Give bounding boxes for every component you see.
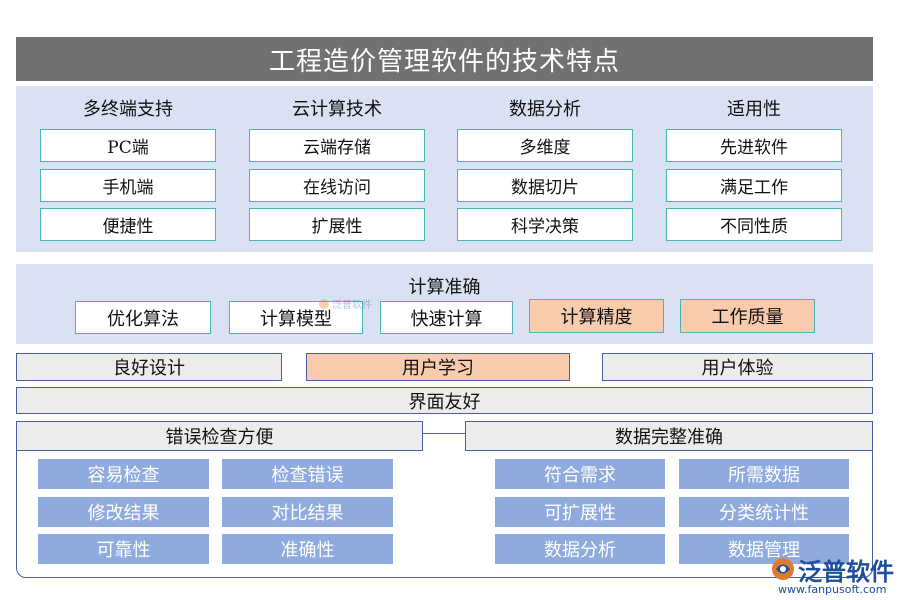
data-integrity-heading: 数据完整准确 <box>465 421 873 451</box>
user-learning-bar: 用户学习 <box>306 353 570 381</box>
error-check-item: 对比结果 <box>222 497 393 527</box>
data-integrity-item: 可扩展性 <box>495 497 665 527</box>
error-check-item: 准确性 <box>222 534 393 564</box>
feature-box: 便捷性 <box>40 208 216 241</box>
error-check-item: 可靠性 <box>38 534 209 564</box>
watermark-url: www.fanpusoft.com <box>778 583 887 596</box>
feature-box: 多维度 <box>457 129 633 162</box>
accuracy-box-highlight: 工作质量 <box>680 299 815 333</box>
watermark-logo-icon <box>770 556 796 582</box>
feature-box: 满足工作 <box>666 169 842 202</box>
data-integrity-item: 数据管理 <box>679 534 849 564</box>
feature-box: 在线访问 <box>249 169 425 202</box>
column-heading-multi-terminal: 多终端支持 <box>83 99 173 120</box>
feature-box: 不同性质 <box>666 208 842 241</box>
error-check-item: 检查错误 <box>222 459 393 489</box>
error-check-heading: 错误检查方便 <box>16 421 423 451</box>
data-integrity-item: 数据分析 <box>495 534 665 564</box>
user-experience-bar: 用户体验 <box>602 353 873 381</box>
page-title: 工程造价管理软件的技术特点 <box>16 37 873 81</box>
accuracy-box: 优化算法 <box>75 301 211 334</box>
column-heading-applicability: 适用性 <box>727 99 781 120</box>
watermark: 泛普软件 www.fanpusoft.com <box>770 552 898 598</box>
connector-line <box>423 433 466 434</box>
error-check-item: 修改结果 <box>38 497 209 527</box>
feature-box: 扩展性 <box>249 208 425 241</box>
feature-box: 科学决策 <box>457 208 633 241</box>
column-heading-data-analysis: 数据分析 <box>509 99 581 120</box>
data-integrity-item: 分类统计性 <box>679 497 849 527</box>
svg-text:泛普软件: 泛普软件 <box>332 298 372 311</box>
accuracy-box-highlight: 计算精度 <box>529 299 664 333</box>
feature-box: 手机端 <box>40 169 216 202</box>
watermark-logo-faint: 泛普软件 <box>318 296 380 311</box>
accuracy-box: 计算模型 <box>229 301 363 334</box>
data-integrity-item: 所需数据 <box>679 459 849 489</box>
feature-box: 先进软件 <box>666 129 842 162</box>
watermark-brand: 泛普软件 <box>798 558 894 586</box>
good-design-bar: 良好设计 <box>16 353 282 381</box>
feature-box: 数据切片 <box>457 169 633 202</box>
accuracy-box: 快速计算 <box>380 301 513 334</box>
column-heading-cloud: 云计算技术 <box>292 99 382 120</box>
interface-friendly-bar: 界面友好 <box>16 387 873 414</box>
error-check-item: 容易检查 <box>38 459 209 489</box>
data-integrity-item: 符合需求 <box>495 459 665 489</box>
feature-box: PC端 <box>40 129 216 162</box>
accuracy-heading: 计算准确 <box>408 277 481 298</box>
feature-box: 云端存储 <box>249 129 425 162</box>
